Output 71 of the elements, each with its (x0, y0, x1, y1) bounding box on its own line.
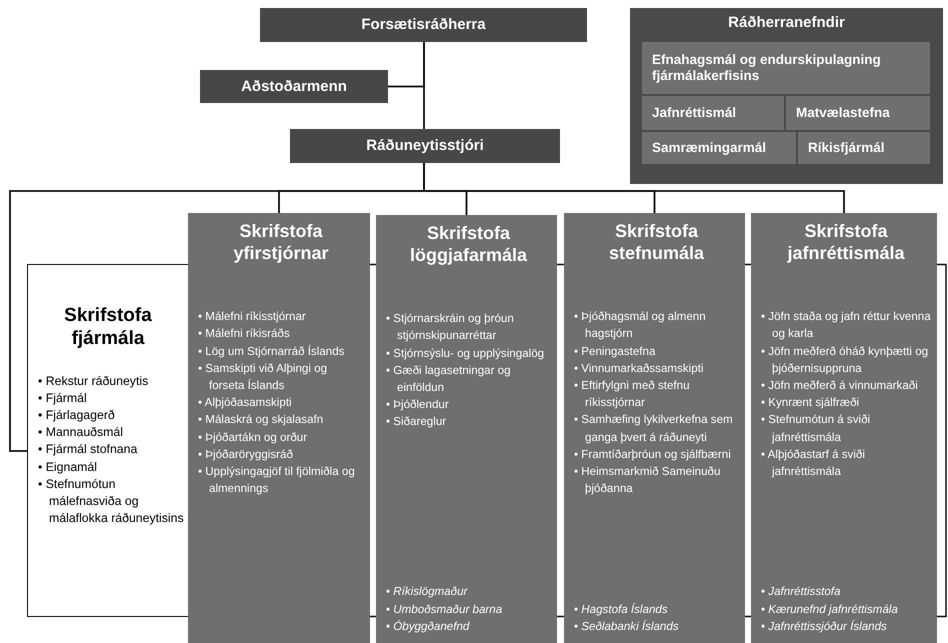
box-title: Ráðherranefndir (728, 14, 845, 32)
list-item: • Framtíðarþróun og sjálfbærni (574, 446, 732, 463)
box-title: Skrifstofa löggjafarmála (408, 223, 528, 266)
list-item: • Gæði lagasetningar og einföldun (386, 362, 512, 396)
list-item: • Samskipti við Alþingi og forseta Íslands (198, 360, 328, 394)
list-item: • Upplýsingagjöf til fjölmiðla og almennings (198, 464, 356, 498)
box-title: Jafnréttismál (652, 104, 738, 122)
list-item: • Stjórnsýslu- og upplýsingalög (386, 346, 546, 362)
title-box (260, 8, 587, 42)
box-title: Aðstoðarmenn (241, 78, 347, 96)
list-item: • Stjórnarskráin og þróun stjórnskipunarréttar (386, 311, 515, 344)
box-title: Skrifstofa fjármála (63, 305, 153, 351)
list-item: • Jöfn meðferð á vinnumarkaði (761, 378, 919, 394)
box-title: Ríkisfjármál (808, 140, 886, 156)
list-item: • Kynrænt sjálfræði (761, 395, 860, 412)
list-item: • Alþjóðastarf á sviði jafnréttismála (761, 446, 866, 480)
list-item: • Jafnréttisstofa (761, 584, 842, 600)
list-item: • Rekstur ráðuneytis (38, 372, 150, 390)
list-item: • Lög um Stjórnarráð Íslands (198, 344, 346, 360)
list-item: • Málefni ríkisstjórnar (198, 309, 307, 326)
list-item: • Stefnumótun málefnasviða og málaflokka ráðuneytisins (38, 476, 185, 528)
office-column (188, 213, 370, 643)
list-item: • Peningastefna (574, 344, 656, 360)
box-title: Efnahagsmál og endurskipulagning fjármálakerfisins (652, 52, 882, 84)
box-title: Skrifstofa stefnumála (608, 221, 706, 264)
list-item: • Samhæfing lykilverkefna sem ganga þvert á ráðuneyti (574, 412, 734, 446)
list-item: • Fjármál (38, 390, 88, 407)
list-item: • Óbyggðanefnd (386, 618, 470, 635)
committee-box (642, 132, 796, 164)
list-item: • Þjóðhagsmál og almenn hagstjórn (574, 309, 707, 342)
list-item: • Fjármál stofnana (38, 441, 138, 458)
committee-box (786, 96, 930, 130)
box-title: Ráðuneytisstjóri (366, 137, 484, 155)
list-item: • Kærunefnd jafnréttismála (761, 602, 899, 618)
title-box (200, 70, 388, 103)
list-item: • Fjárlagagerð (38, 407, 116, 424)
committee-box (642, 42, 930, 94)
list-item: • Seðlabanki Íslands (574, 618, 680, 635)
box-title: Skrifstofa jafnréttismála (786, 221, 906, 264)
title-box (290, 129, 560, 163)
box-title: Matvælastefna (796, 104, 891, 122)
committee-box (798, 132, 930, 164)
list-item: • Ríkislögmaður (386, 584, 469, 600)
committee-panel (630, 8, 943, 184)
list-item: • Þjóðaröryggisráð (198, 446, 294, 463)
list-item: • Heimsmarkmið Sameinuðu þjóðanna (574, 464, 722, 498)
box-title: Skrifstofa yfirstjórnar (232, 221, 330, 264)
list-item: • Mannauðsmál (38, 424, 124, 442)
list-item: • Eftirfylgni með stefnu ríkisstjórnar (574, 378, 691, 412)
list-item: • Jöfn meðferð óháð kynþætti og þjóðernisuppruna (761, 344, 930, 377)
list-item: • Alþjóðasamskipti (198, 395, 293, 412)
committee-box (642, 96, 784, 130)
box-title: Forsætisráðherra (361, 16, 486, 34)
list-item: • Jafnréttissjóður Íslands (761, 618, 888, 635)
list-item: • Þjóðartákn og orður (198, 430, 308, 446)
list-item: • Vinnumarkaðssamskipti (574, 360, 704, 377)
list-item: • Umboðsmaður barna (386, 602, 504, 618)
list-item: • Málaskrá og skjalasafn (198, 412, 324, 428)
office-box (27, 264, 188, 617)
list-item: • Siðareglur (386, 414, 448, 430)
office-column (564, 213, 745, 643)
list-item: • Hagstofa Íslands (574, 602, 669, 618)
list-item: • Þjóðlendur (386, 397, 450, 414)
box-title: Samræmingarmál (652, 140, 768, 156)
office-column (751, 213, 937, 643)
list-item: • Jöfn staða og jafn réttur kvenna og karla (761, 309, 931, 342)
connector-line (423, 42, 425, 129)
list-item: • Stefnumótun á sviði jafnréttismála (761, 412, 872, 446)
list-item: • Málefni ríkisráðs (198, 326, 291, 342)
office-column (376, 215, 557, 643)
list-item: • Eignamál (38, 458, 98, 476)
